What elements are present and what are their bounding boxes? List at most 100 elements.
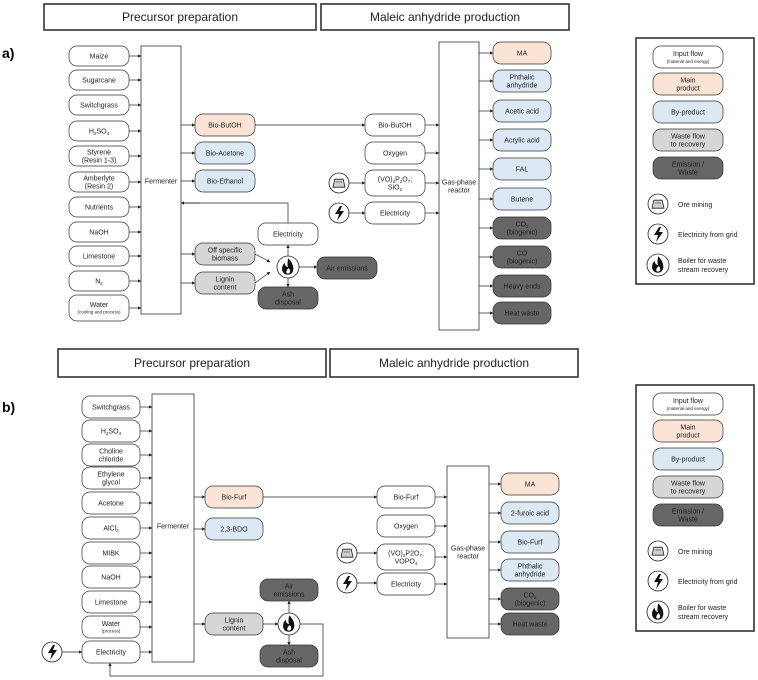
panel-a-input-5 xyxy=(68,171,130,193)
panel-b-reactor-input-3-label: Electricity xyxy=(391,582,421,589)
legend-a-boiler-text: Boiler for waste xyxy=(678,258,726,265)
legend-a-emission xyxy=(652,156,724,180)
panel-a-input-8-label: Limestone xyxy=(83,254,115,261)
panel-a-reactor-input-2-label-text: (VO)2P2O7; xyxy=(378,177,412,185)
panel-b-input-9-label-text: Water xyxy=(102,621,121,628)
panel-b-input-7-label: NaOH xyxy=(101,575,120,582)
panel-b-reactor-input-0 xyxy=(376,485,436,509)
panel-a-input-10-label-sub: (cooling and process) xyxy=(77,310,121,315)
panel-a-offspec-label-text: Off specific xyxy=(208,248,243,255)
panel-a-mid-1-label: Bio-Acetone xyxy=(206,151,244,158)
legend-b-emission xyxy=(652,503,724,527)
panel-a-lignin-to-boiler xyxy=(254,271,271,284)
panel-a-mid-1-label-text: Bio-Acetone xyxy=(206,151,244,158)
panel-b-input-3-label-text2: glycol xyxy=(102,480,120,487)
panel-a-boiler-fire-icon xyxy=(276,255,300,279)
panel-a-input-0 xyxy=(68,45,130,67)
panel-a-input-4-label: Styrene(Resin 1-3) xyxy=(82,150,117,165)
panel-a-electricity-label-text: Electricity xyxy=(273,232,303,239)
panel-b-mid-0-label-text: Bio-Furf xyxy=(222,495,247,502)
legend-a-lightning-icon xyxy=(647,223,669,245)
panel-a-input-0-label-text: Maize xyxy=(90,54,109,61)
legend-a-emission-label-text2: Waste xyxy=(678,170,698,177)
panel-a-header-precursor xyxy=(43,3,317,31)
panel-a-output-7-label-text: CO xyxy=(517,251,528,258)
panel-a-reactor-input-2 xyxy=(364,169,426,197)
panel-a-output-4 xyxy=(492,157,552,181)
panel-b-reactor-input-2-label-text: (VO)2P2O7; xyxy=(388,551,424,559)
panel-b-ash xyxy=(259,644,319,668)
panel-b-boiler-fire-icon xyxy=(277,612,301,636)
panel-b-output-2-label-text: Bio-Furf xyxy=(518,540,543,547)
panel-b-input-0-label-text: Switchgrass xyxy=(92,405,130,412)
panel-a-air-emissions-label-text: Air emissions xyxy=(326,266,368,273)
panel-a-output-2 xyxy=(492,99,552,123)
panel-b-output-4 xyxy=(500,587,560,611)
panel-a-output-7-label: CO(biogenic) xyxy=(507,251,538,266)
panel-a-input-3-label-text: H2SO4 xyxy=(89,129,110,137)
panel-a-input-10-label-text: Water xyxy=(90,302,109,309)
legend-b-byproduct-label-text: By-product xyxy=(671,457,705,464)
panel-a-ore-mining-icon xyxy=(328,172,350,194)
legend-a-byproduct-label-text: By-product xyxy=(671,110,705,117)
panel-b-input-6 xyxy=(81,541,141,565)
panel-a-ash-label-text2: disposal xyxy=(275,300,301,307)
panel-b-air-emissions-label-text: Air xyxy=(285,584,294,591)
panel-b-mid-0 xyxy=(204,485,264,509)
panel-a-electricity xyxy=(257,222,319,246)
legend-b-boiler-text-2: stream recovery xyxy=(678,614,729,621)
panel-a-input-10-label: Water(cooling and process) xyxy=(77,302,121,315)
panel-a-input-8 xyxy=(68,245,130,267)
panel-a-input-1-label-text: Sugarcane xyxy=(82,78,116,85)
panel-b-input-2-label-text: Choline xyxy=(99,449,123,456)
panel-a-lignin xyxy=(194,271,256,295)
panel-a-output-7 xyxy=(492,245,552,269)
legend-b-main-product-label-text: Main xyxy=(680,425,695,432)
legend-b-ore-mining-icon xyxy=(647,540,669,562)
legend-b-byproduct-label: By-product xyxy=(671,457,705,464)
panel-b-reactor xyxy=(446,465,490,639)
panel-a-input-2 xyxy=(68,94,130,116)
legend-a-emission-label-text: Emission / xyxy=(672,162,704,169)
panel-b-input-0 xyxy=(81,395,141,419)
panel-b-input-1-label-text: H2SO4 xyxy=(101,429,122,437)
panel-a-output-3-label-text: Acrylic acid xyxy=(504,138,540,145)
panel-b-input-7 xyxy=(81,565,141,589)
panel-b-output-1-label: 2-furoic acid xyxy=(511,511,549,518)
panel-b-input-3 xyxy=(81,466,141,490)
panel-b-input-10-label: Electricity xyxy=(96,650,126,657)
panel-b-output-2 xyxy=(500,530,560,554)
legend-b-byproduct xyxy=(652,447,724,471)
panel-a-air-emissions-label: Air emissions xyxy=(326,266,368,273)
panel-b-output-3 xyxy=(500,558,560,582)
panel-a-input-9 xyxy=(68,270,130,292)
panel-a-input-4-label-text2: (Resin 1-3) xyxy=(82,158,117,165)
panel-b-output-5-label: Heat waste xyxy=(512,622,547,629)
legend-b-ore-mining-text: Ore mining xyxy=(678,549,712,556)
panel-a-input-3-label: H2SO4 xyxy=(89,129,110,137)
panel-a-output-6-label-text2: (biogenic) xyxy=(507,230,538,237)
panel-a-reactor-input-2-label-text2: SiO2 xyxy=(388,185,403,193)
panel-b-output-4-label-text: CO2 xyxy=(523,593,537,601)
panel-b-reactor-input-3-label-text: Electricity xyxy=(391,582,421,589)
legend-a-input-flow-text: Input flow xyxy=(673,51,704,58)
panel-a-output-0-label-text: MA xyxy=(517,51,528,58)
panel-a-mid-1 xyxy=(194,141,256,165)
panel-a-input-6 xyxy=(68,196,130,218)
panel-a-mid-0 xyxy=(194,113,256,137)
panel-b-input-4 xyxy=(81,491,141,515)
panel-b-lightning-icon-2 xyxy=(336,572,358,594)
panel-a-output-2-label-text: Acetic acid xyxy=(505,109,539,116)
panel-a-input-6-label: Nutrients xyxy=(85,205,114,212)
legend-b-electricity-text: Electricity from grid xyxy=(678,579,738,586)
panel-a-input-8-label-text: Limestone xyxy=(83,254,115,261)
panel-b-output-0 xyxy=(500,472,560,496)
legend-a-input-flow-sub: (material and energy) xyxy=(667,59,710,64)
panel-b-reactor-input-0-label-text: Bio-Furf xyxy=(394,495,419,502)
legend-b-fire-icon xyxy=(646,600,670,624)
panel-b-output-4-label: CO2(biogenic) xyxy=(515,593,546,608)
panel-b-output-3-label-text2: anhydride xyxy=(515,572,546,579)
